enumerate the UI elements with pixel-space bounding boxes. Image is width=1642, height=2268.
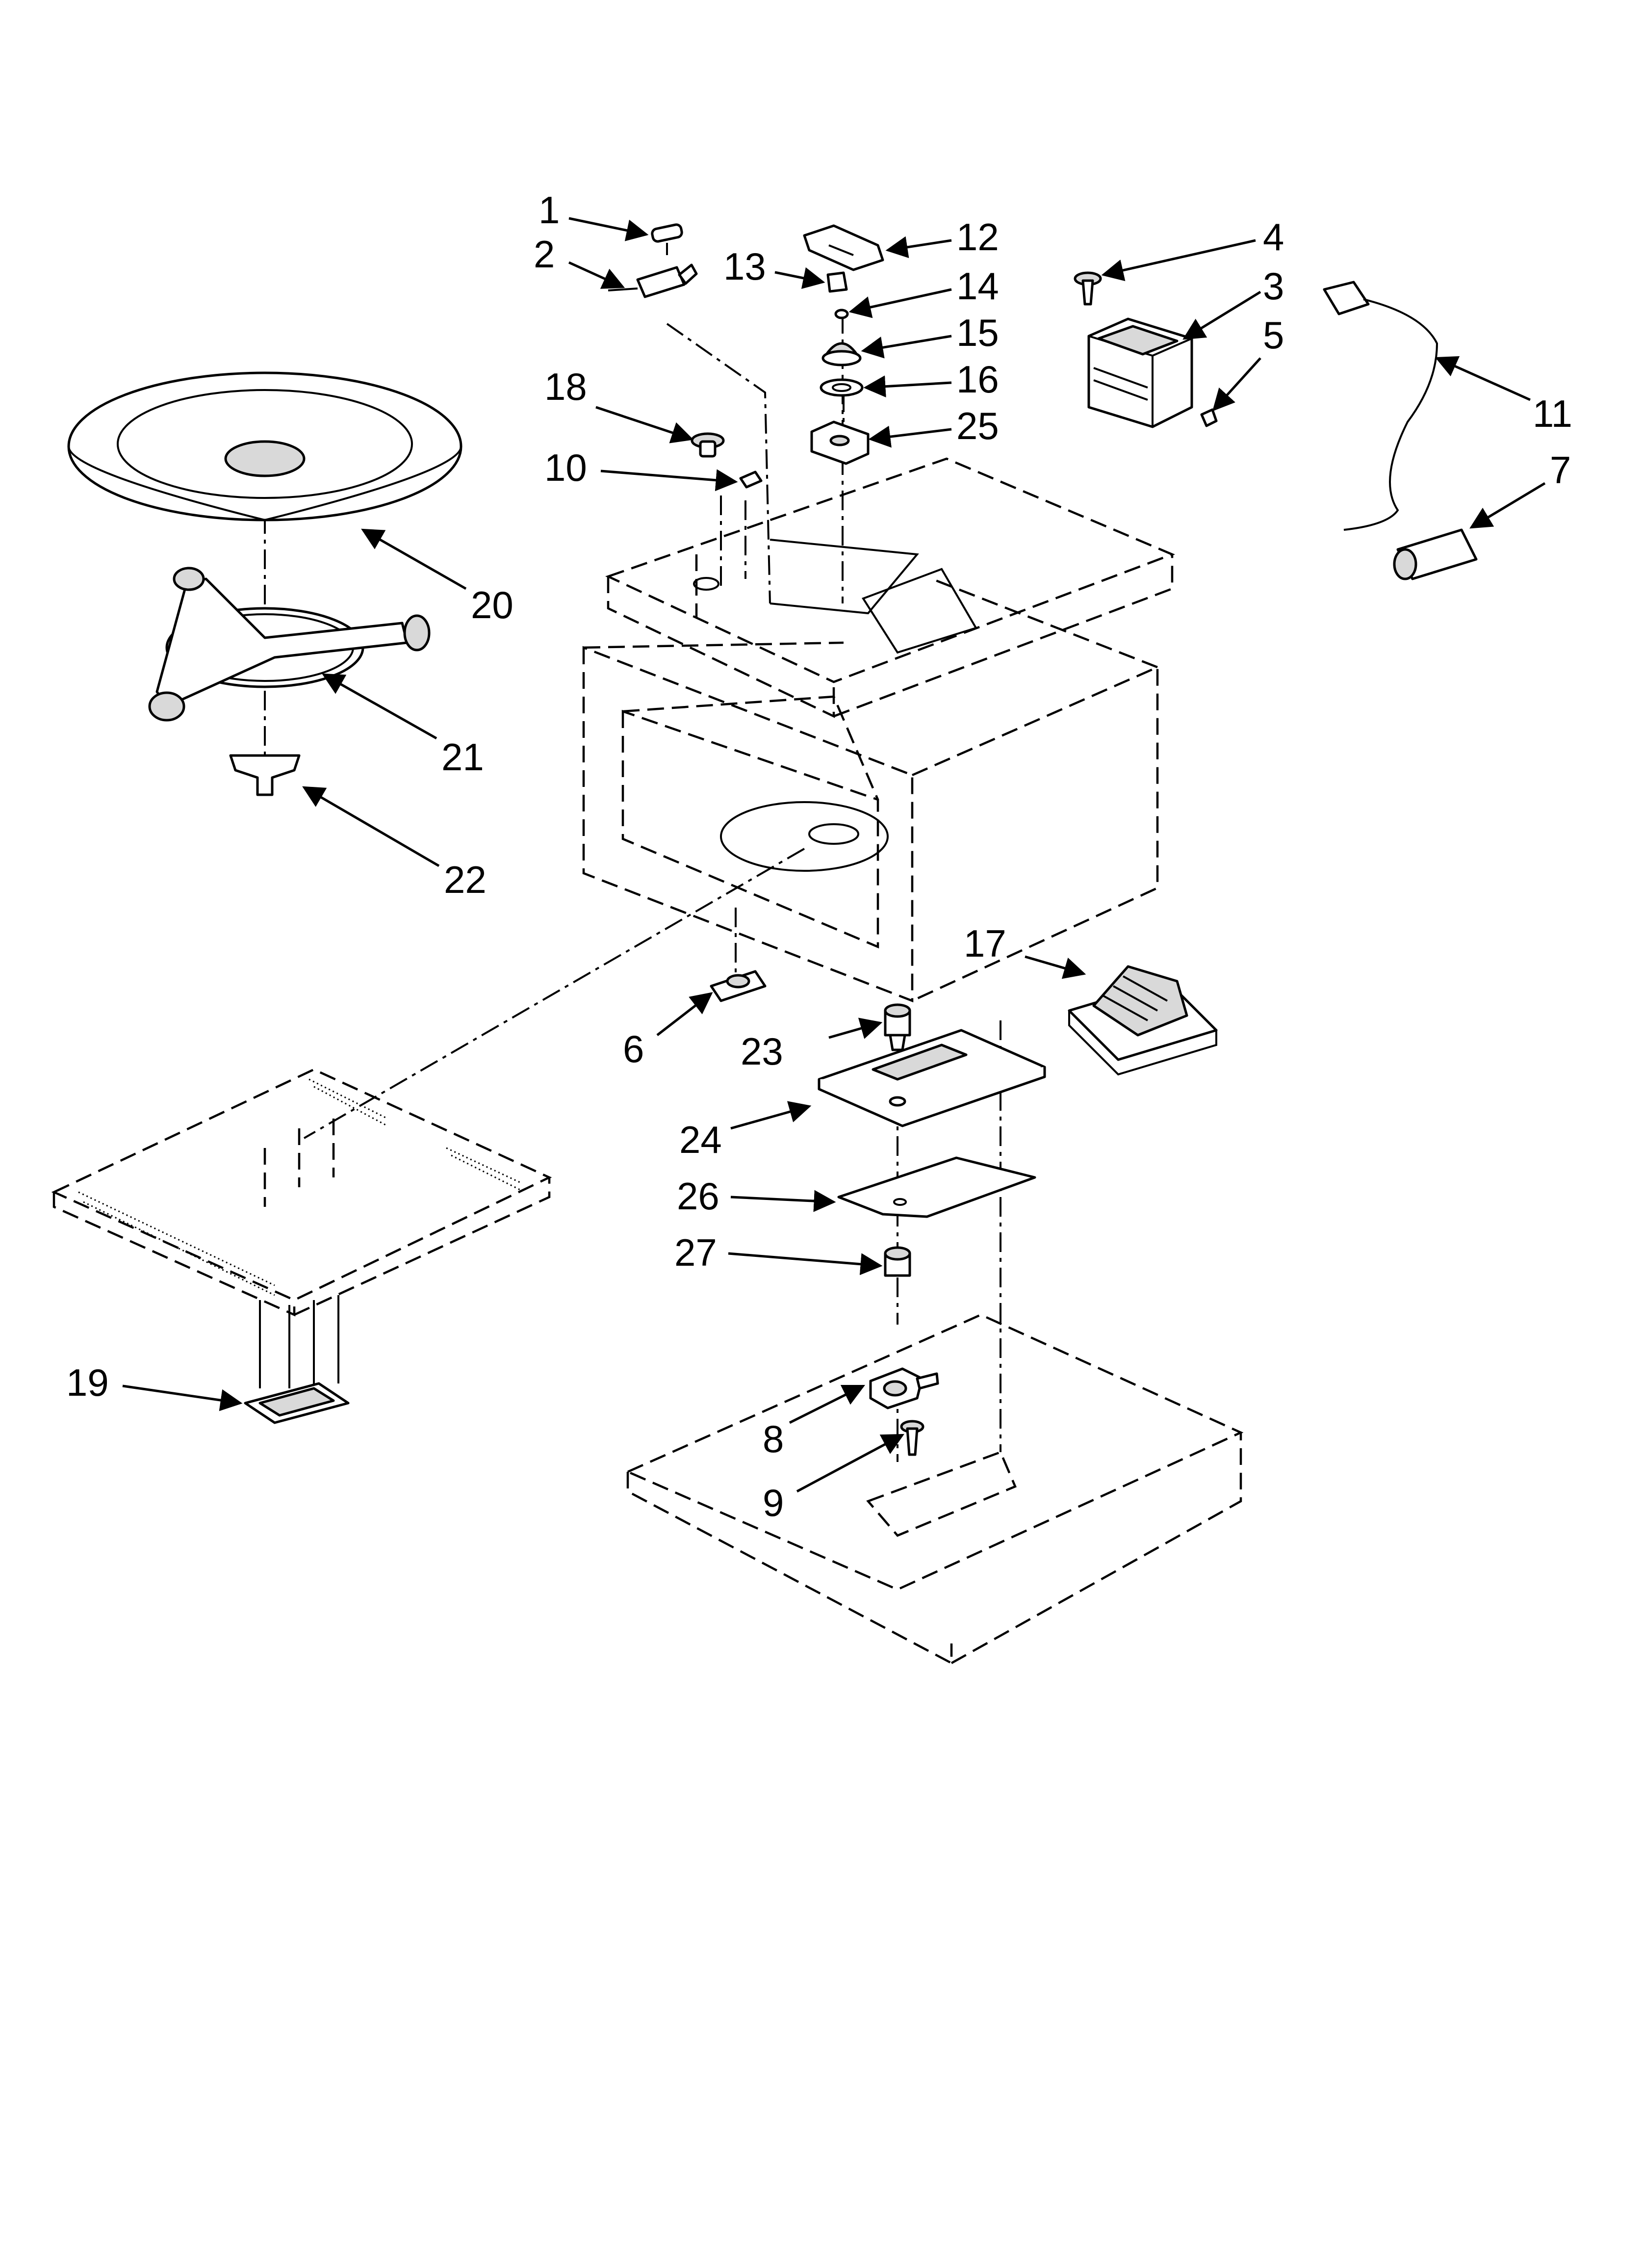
part-fuse-holder [608, 263, 698, 298]
part-motor [869, 1367, 939, 1409]
callout-27: 27 [674, 1231, 717, 1274]
callout-8: 8 [763, 1417, 784, 1460]
leader-23 [828, 1017, 883, 1039]
leader-25 [868, 425, 952, 448]
callout-9: 9 [763, 1481, 784, 1524]
callout-18: 18 [544, 365, 587, 408]
leader-2 [568, 261, 625, 289]
leader-14 [848, 288, 952, 318]
callout-5: 5 [1263, 313, 1284, 357]
part-door-latch [244, 1382, 350, 1424]
part-spacer-bottom [884, 1246, 911, 1277]
callout-25: 25 [956, 404, 999, 447]
door-outline [51, 1068, 552, 1393]
part-insulator [837, 1156, 1036, 1218]
leader-9 [796, 1434, 904, 1493]
leader-16 [863, 375, 952, 398]
callout-23: 23 [741, 1030, 783, 1073]
part-screw-bottom [900, 1420, 924, 1456]
leader-11 [1435, 356, 1531, 401]
part-roller-ring [148, 567, 431, 722]
leader-22 [302, 786, 440, 867]
callout-11: 11 [1533, 392, 1572, 435]
part-support-plate [818, 1029, 1046, 1127]
part-small-clip-2 [1200, 408, 1218, 427]
base-plate-outline [625, 1313, 1244, 1665]
callout-12: 12 [956, 215, 999, 259]
leader-26 [730, 1190, 836, 1212]
leader-17 [1025, 955, 1086, 979]
part-transformer [1087, 317, 1193, 428]
callout-6: 6 [623, 1027, 644, 1070]
leader-10 [600, 469, 738, 492]
leader-12 [885, 236, 952, 259]
leader-18 [595, 406, 694, 443]
leader-3 [1182, 290, 1261, 340]
leader-15 [861, 335, 952, 359]
part-stirrer [821, 342, 862, 366]
leader-21 [322, 673, 437, 740]
callout-7: 7 [1550, 448, 1571, 492]
callout-21: 21 [441, 735, 484, 779]
leader-8 [789, 1384, 866, 1424]
callout-13: 13 [723, 245, 766, 288]
leader-19 [122, 1384, 243, 1411]
part-bracket [803, 224, 884, 271]
callout-17: 17 [964, 922, 1006, 965]
callout-1: 1 [539, 188, 560, 232]
callout-19: 19 [66, 1361, 109, 1404]
cabinet-outline [582, 457, 1176, 1003]
part-clip [826, 271, 848, 293]
leader-27 [728, 1252, 883, 1276]
part-holder [810, 420, 870, 465]
leader-1 [568, 217, 649, 241]
callout-14: 14 [956, 264, 999, 308]
part-glass-tray [67, 371, 462, 521]
part-thermostat [710, 970, 767, 1002]
callout-3: 3 [1263, 264, 1284, 308]
callout-labels: 1 2 3 4 5 6 7 8 9 10 11 12 13 14 15 16 1… [66, 188, 1572, 1524]
part-small-clip [739, 470, 763, 489]
leader-20 [361, 528, 467, 590]
part-inverter-board [1068, 965, 1218, 1076]
part-filter [1393, 528, 1478, 580]
callout-10: 10 [544, 446, 587, 489]
part-power-cord [1323, 281, 1438, 531]
leader-5 [1212, 357, 1261, 412]
leader-13 [774, 267, 825, 289]
part-coupler [229, 754, 301, 796]
callout-2: 2 [534, 233, 555, 276]
part-thermal-cutout [691, 432, 725, 458]
callout-24: 24 [679, 1118, 722, 1161]
leader-24 [730, 1101, 812, 1130]
callout-15: 15 [956, 311, 999, 354]
callout-22: 22 [444, 858, 487, 901]
leader-7 [1469, 482, 1546, 529]
callout-20: 20 [471, 583, 513, 626]
callout-16: 16 [956, 358, 999, 401]
part-fuse [651, 223, 683, 255]
callout-4: 4 [1263, 215, 1284, 259]
leader-4 [1101, 239, 1256, 282]
part-washer [834, 309, 849, 319]
part-ring [820, 378, 864, 397]
leader-arrows [122, 217, 1546, 1493]
part-spacer-top [884, 1003, 911, 1051]
part-screw-top [1074, 271, 1102, 306]
callout-26: 26 [677, 1174, 719, 1218]
leader-6 [656, 992, 713, 1036]
